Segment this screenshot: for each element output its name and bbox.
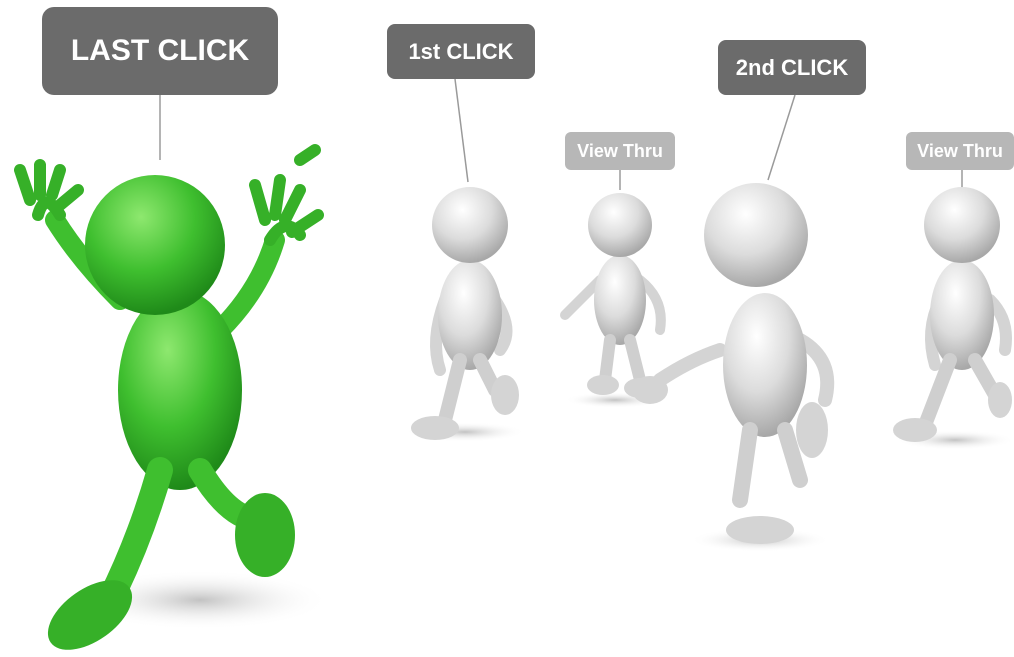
view-thru-label-1: View Thru bbox=[565, 132, 675, 170]
second-click-label: 2nd CLICK bbox=[718, 40, 866, 95]
connector-first-click bbox=[455, 79, 468, 182]
last-click-label: LAST CLICK bbox=[42, 7, 278, 95]
gray-figure-first-click bbox=[405, 187, 525, 442]
first-click-label: 1st CLICK bbox=[387, 24, 535, 79]
green-figure-last-click bbox=[20, 150, 330, 657]
connector-lines bbox=[160, 79, 962, 190]
gray-figure-view-thru-2 bbox=[893, 187, 1014, 450]
gray-figure-view-thru-1 bbox=[565, 193, 665, 408]
gray-figure-second-click bbox=[632, 183, 830, 552]
view-thru-label-2: View Thru bbox=[906, 132, 1014, 170]
connector-second-click bbox=[768, 95, 795, 180]
